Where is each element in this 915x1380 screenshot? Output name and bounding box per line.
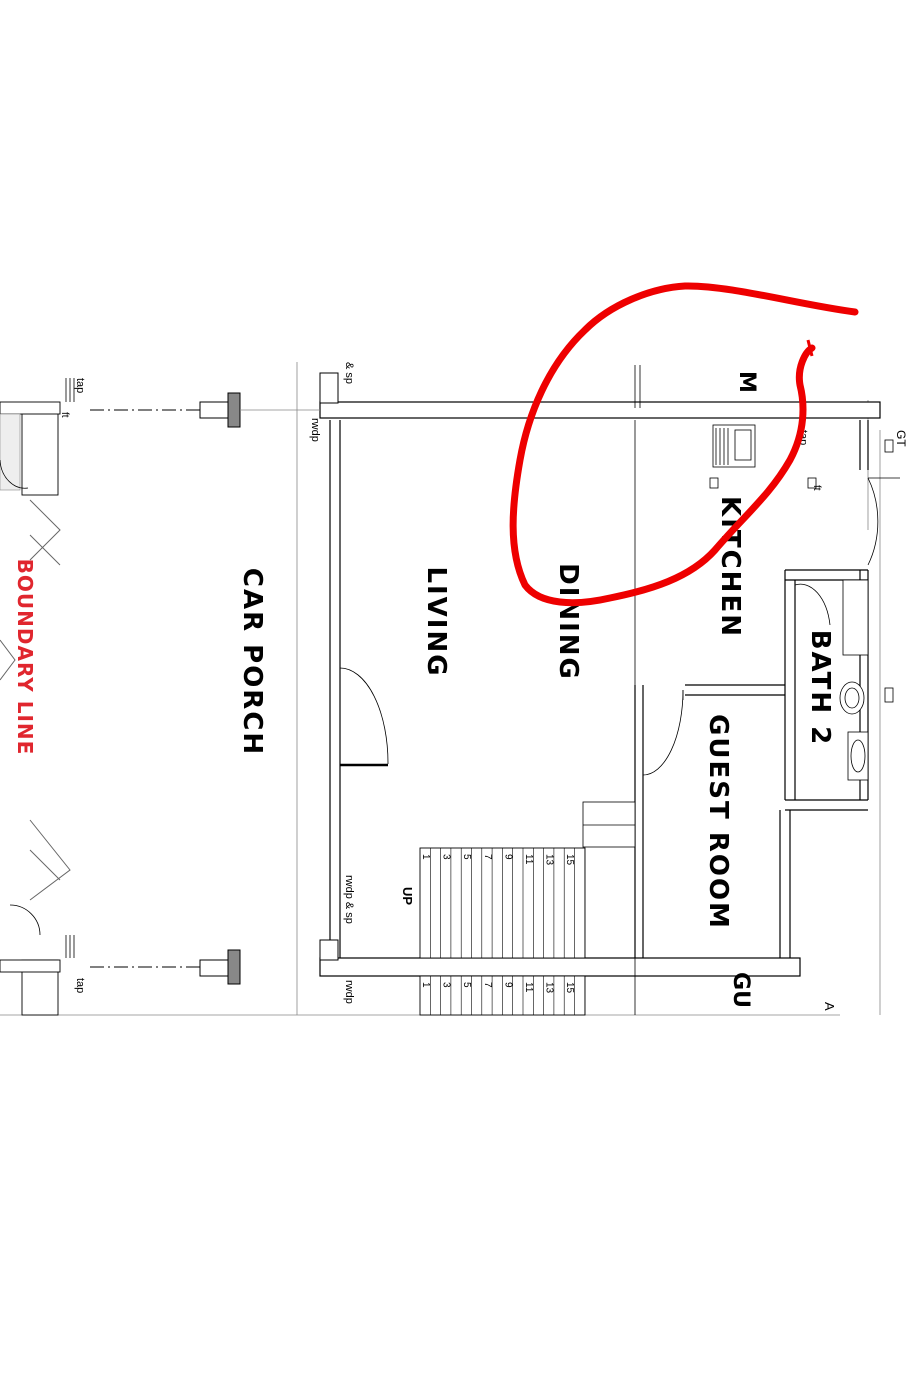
stair-landing [582, 801, 636, 848]
stairs-lower-step-number: 9 [502, 982, 513, 988]
gate-top [90, 392, 320, 428]
room-label-bath-2: BATH 2 [805, 630, 835, 747]
boundary-zigzag [0, 499, 71, 901]
stairs-lower-step-number: 5 [461, 982, 472, 988]
red-circle-markup [509, 282, 859, 607]
stairs-upper-step-number: 3 [441, 854, 452, 860]
stairs-lower-step-number: 7 [482, 982, 493, 988]
note-tap-top-left: tap [74, 378, 86, 393]
note-rwdp-sp-mid: rwdp & sp [343, 875, 355, 924]
room-label-partial-top: M [734, 371, 759, 393]
room-label-partial-bottom: GU [728, 972, 753, 1008]
note-a-mark: A [822, 1002, 837, 1011]
stairs-upper-step-number: 9 [502, 854, 513, 860]
stairs-lower-step-number: 1 [420, 982, 431, 988]
stairs-lower-step-number: 11 [523, 982, 534, 993]
room-label-living: LIVING [421, 566, 451, 677]
note-rwdp-bottom: rwdp [343, 980, 355, 1004]
gate-bottom [90, 949, 241, 985]
fixtures [709, 424, 894, 781]
boundary-line-label: BOUNDARY LINE [13, 559, 37, 756]
note-tap-bottom-left: tap [74, 978, 86, 993]
room-label-dining: DINING [553, 563, 583, 681]
stairs-upper-step-number: 11 [523, 854, 534, 865]
stairs-upper-step-number: 5 [461, 854, 472, 860]
red-tick-markup [806, 339, 814, 357]
stairs-lower-step-number: 15 [564, 982, 575, 994]
stairs-upper-step-number: 15 [564, 854, 575, 866]
door-swings [339, 477, 900, 776]
stairs-upper-step-number: 13 [544, 854, 555, 866]
note-up: UP [400, 887, 415, 905]
note-rwdp-top: rwdp [309, 418, 321, 442]
stairs-upper-step-number: 1 [420, 854, 431, 860]
room-label-guest-room: GUEST ROOM [703, 714, 733, 930]
stairs-upper-step-number: 7 [482, 854, 493, 860]
note-sp-top: & sp [343, 362, 355, 384]
stairs-lower-step-number: 3 [441, 982, 452, 988]
main-walls [319, 365, 881, 1015]
left-steps-top [0, 378, 75, 496]
stairs-lower-step-number: 13 [544, 982, 555, 994]
note-ft-top-left: ft [59, 412, 70, 418]
note-ft-kitchen: ft [811, 485, 822, 491]
left-steps-bottom [0, 904, 75, 1016]
note-gt: GT [894, 430, 908, 447]
room-label-car-porch: CAR PORCH [237, 568, 267, 756]
